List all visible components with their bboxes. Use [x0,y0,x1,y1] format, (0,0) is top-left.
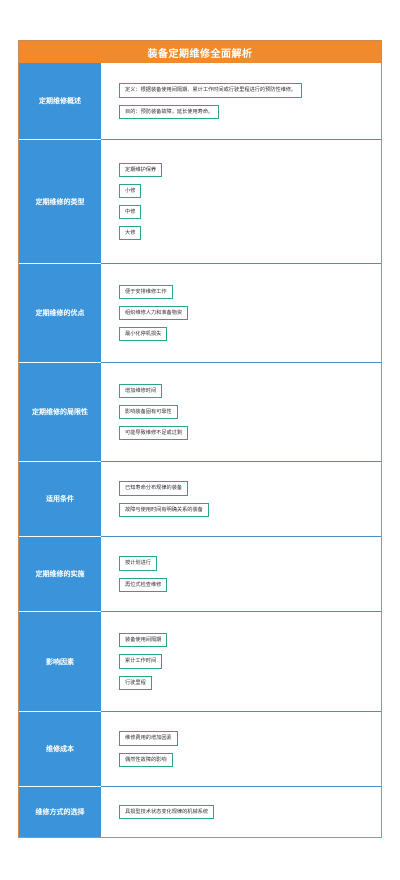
item-tag: 可能导致维修不足或过剩 [119,426,189,441]
category-label: 适用条件 [19,462,101,537]
row-limitations: 定期维修的局限性 增加维修时间 影响装备固有可靠性 可能导致维修不足或过剩 [19,363,381,462]
item-tag: 再位式检查维修 [119,577,168,592]
item-list: 已知寿命分布规律的装备 故障与使用时间有明确关系的装备 [101,462,381,537]
item-tag: 装备使用间隔期 [119,633,168,648]
category-label: 定期维修的局限性 [19,363,101,462]
item-tag: 偶然性故障的影响 [119,752,173,767]
item-tag: 定期维护保养 [119,162,163,177]
item-list: 增加维修时间 影响装备固有可靠性 可能导致维修不足或过剩 [101,363,381,462]
item-tag: 组织维修人力和准备物资 [119,305,189,321]
row-selection: 维修方式的选择 具损型技术状态变化规律的机械系统 [19,787,381,837]
table-title: 装备定期维修全面解析 [19,41,381,63]
category-label: 定期维修的类型 [19,140,101,264]
item-list: 便于安排维修工作 组织维修人力和准备物资 最小化停机损失 [101,264,381,363]
category-label: 定期维修的优点 [19,264,101,363]
item-list: 定期维护保养 小修 中修 大修 [101,140,381,264]
item-tag: 增加维修时间 [119,383,163,398]
category-label: 维修方式的选择 [19,787,101,837]
item-tag: 维修费用的增加因素 [119,731,178,746]
item-tag: 最小化停机损失 [119,327,168,342]
item-tag: 大修 [119,226,142,241]
item-tag: 具损型技术状态变化规律的机械系统 [119,804,215,820]
overview-table: 装备定期维修全面解析 定期维修概述 定义：根据装备使用间隔期、累计工作时间或行驶… [18,40,382,838]
row-types: 定期维修的类型 定期维护保养 小修 中修 大修 [19,140,381,264]
item-tag: 已知寿命分布规律的装备 [119,481,189,496]
item-tag: 目的：预防装备故障，延长使用寿命。 [119,104,220,119]
row-factors: 影响因素 装备使用间隔期 累计工作时间 行驶里程 [19,612,381,712]
item-tag: 小修 [119,183,142,198]
category-label: 定期维修的实施 [19,537,101,612]
category-label: 影响因素 [19,612,101,712]
item-list: 按计划进行 再位式检查维修 [101,537,381,612]
item-tag: 影响装备固有可靠性 [119,404,178,420]
row-cost: 维修成本 维修费用的增加因素 偶然性故障的影响 [19,712,381,787]
item-list: 维修费用的增加因素 偶然性故障的影响 [101,712,381,787]
row-implementation: 定期维修的实施 按计划进行 再位式检查维修 [19,537,381,612]
item-tag: 行驶里程 [119,675,152,690]
item-tag: 中修 [119,205,142,220]
item-tag: 故障与使用时间有明确关系的装备 [119,502,209,517]
row-advantages: 定期维修的优点 便于安排维修工作 组织维修人力和准备物资 最小化停机损失 [19,264,381,363]
category-label: 定期维修概述 [19,63,101,140]
item-tag: 便于安排维修工作 [119,284,173,299]
item-list: 具损型技术状态变化规律的机械系统 [101,787,381,837]
item-list: 定义：根据装备使用间隔期、累计工作时间或行驶里程进行的预防性维修。 目的：预防装… [101,63,381,140]
category-label: 维修成本 [19,712,101,787]
row-conditions: 适用条件 已知寿命分布规律的装备 故障与使用时间有明确关系的装备 [19,462,381,537]
item-tag: 定义：根据装备使用间隔期、累计工作时间或行驶里程进行的预防性维修。 [119,83,303,98]
item-list: 装备使用间隔期 累计工作时间 行驶里程 [101,612,381,712]
item-tag: 累计工作时间 [119,654,163,669]
item-tag: 按计划进行 [119,556,157,571]
row-overview: 定期维修概述 定义：根据装备使用间隔期、累计工作时间或行驶里程进行的预防性维修。… [19,63,381,140]
